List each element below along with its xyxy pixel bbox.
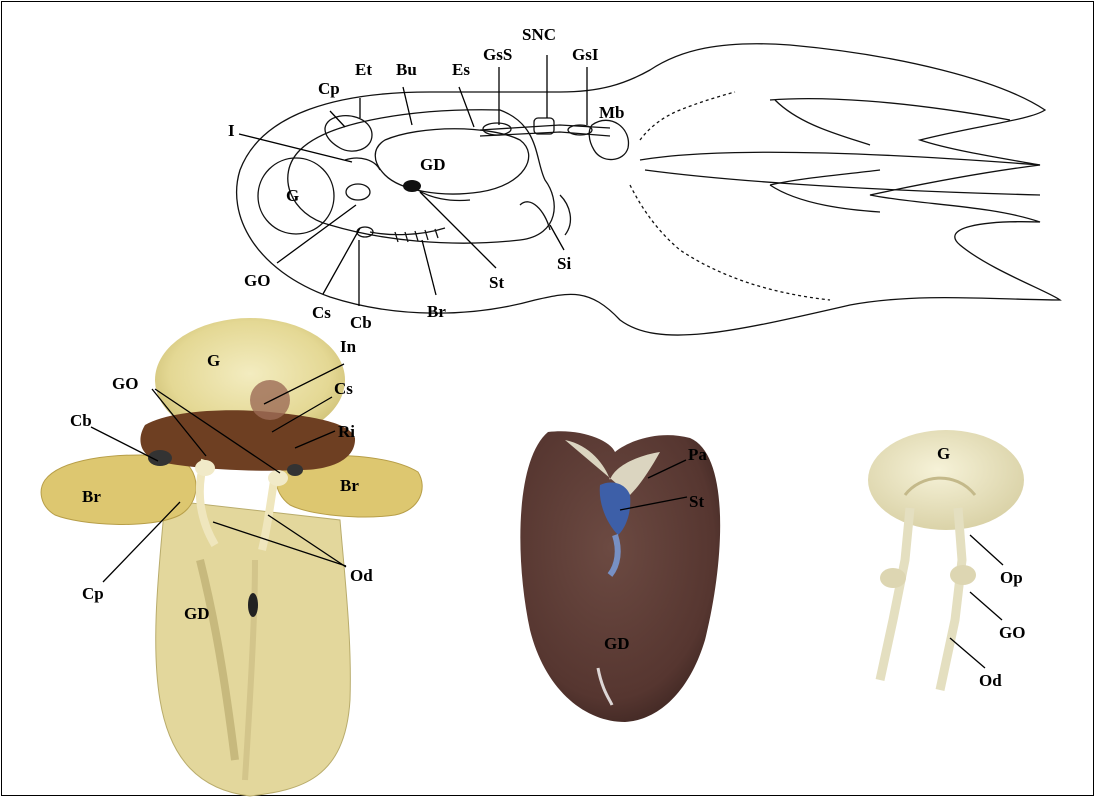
schematic-label-gss: GsS: [483, 45, 512, 64]
schematic-label-cp: Cp: [318, 79, 340, 98]
visceral-mass-outline: [288, 110, 554, 243]
dissection-label-ri: Ri: [338, 422, 355, 441]
gland-label-st: St: [689, 492, 704, 511]
ganglion-label-op: Op: [1000, 568, 1023, 587]
dissection-label-cs: Cs: [334, 379, 353, 398]
photo-digestive-gland: Pa St GD: [520, 431, 720, 722]
schematic-diagram: Cp Et Bu Es GsS SNC GsI Mb I GD G GO Cs …: [228, 25, 1060, 335]
ganglion-label-g: G: [937, 444, 950, 463]
gland-label-gd: GD: [604, 634, 630, 653]
schematic-label-cs: Cs: [312, 303, 331, 322]
schematic-label-si: Si: [557, 254, 571, 273]
ganglion-label-go: GO: [999, 623, 1025, 642]
schematic-label-i: I: [228, 121, 235, 140]
schematic-label-bu: Bu: [396, 60, 417, 79]
photo-dissection: G In GO Cs Cb Ri Br Br Cp Od GD: [41, 318, 422, 796]
schematic-label-g: G: [286, 186, 299, 205]
mantle-outline: [237, 44, 1060, 335]
dissection-label-cp: Cp: [82, 584, 104, 603]
schematic-label-br: Br: [427, 302, 446, 321]
dissection-label-go: GO: [112, 374, 138, 393]
schematic-label-go: GO: [244, 271, 270, 290]
schematic-label-es: Es: [452, 60, 470, 79]
schematic-label-mb: Mb: [599, 103, 625, 122]
gland-label-pa: Pa: [688, 445, 707, 464]
schematic-label-cb: Cb: [350, 313, 372, 332]
schematic-label-st: St: [489, 273, 504, 292]
dissection-label-g: G: [207, 351, 220, 370]
dissection-branchia-left: [41, 455, 196, 524]
ganglion-label-od: Od: [979, 671, 1002, 690]
schematic-label-gd: GD: [420, 155, 446, 174]
dissection-label-cb: Cb: [70, 411, 92, 430]
dissection-label-od: Od: [350, 566, 373, 585]
dissection-label-in: In: [340, 337, 357, 356]
photo-ganglion: G Op GO Od: [868, 430, 1025, 690]
dissection-label-gd: GD: [184, 604, 210, 623]
schematic-label-snc: SNC: [522, 25, 556, 44]
digestive-gland-outline: [375, 129, 528, 194]
schematic-label-gsi: GsI: [572, 45, 599, 64]
dissection-label-br-left: Br: [82, 487, 101, 506]
dissection-label-br-right: Br: [340, 476, 359, 495]
schematic-label-et: Et: [355, 60, 372, 79]
